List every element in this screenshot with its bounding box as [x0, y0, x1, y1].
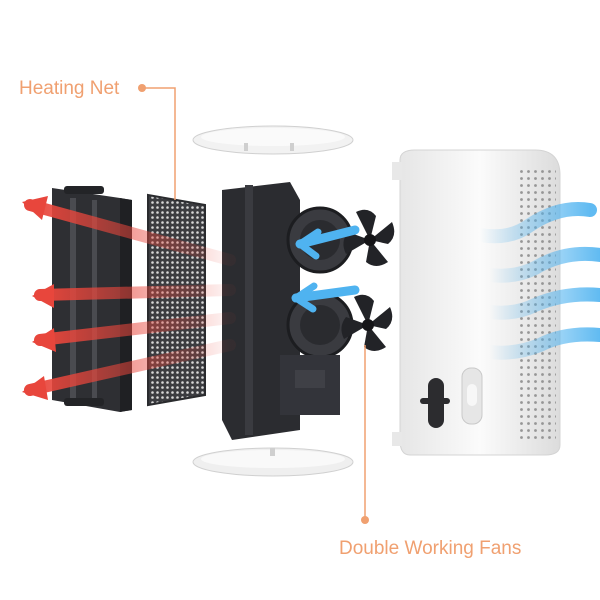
heating-net-leader	[138, 84, 176, 200]
cool-air-flow	[291, 202, 600, 360]
lower-fan-icon	[341, 294, 393, 351]
top-cap	[192, 125, 354, 155]
fans-leader	[361, 345, 369, 524]
hot-air-flow	[22, 196, 236, 400]
cool-air-wave-icon	[291, 225, 360, 313]
heating-net	[147, 193, 206, 407]
fan-module	[222, 182, 354, 440]
upper-fan-icon	[343, 209, 395, 266]
bottom-cap	[192, 447, 354, 477]
heating-net-label: Heating Net	[19, 78, 120, 99]
double-working-fans-label: Double Working Fans	[339, 538, 522, 559]
